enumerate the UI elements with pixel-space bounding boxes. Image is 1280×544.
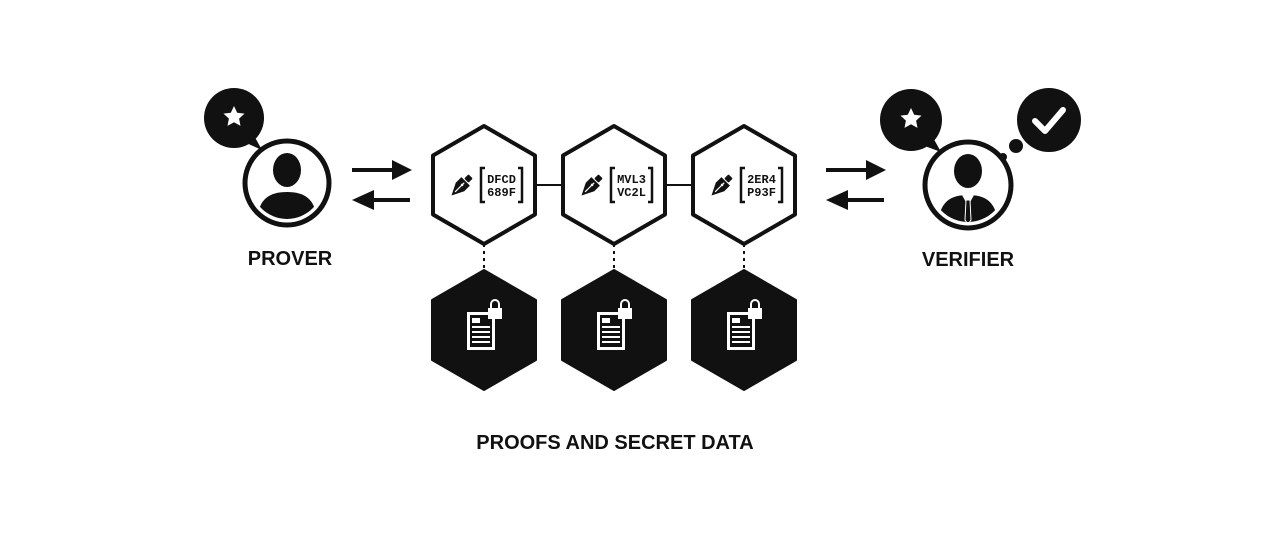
prover: PROVER [204, 88, 333, 270]
verifier-speech-bubble [880, 89, 942, 152]
proof-code-line-1: MVL3 [617, 173, 646, 187]
proof-code-line-2: 689F [487, 186, 516, 200]
proof-secret-links [483, 244, 745, 270]
secret-data-hexagon [561, 269, 667, 391]
bracket-right [648, 166, 654, 204]
bracket-left [739, 166, 745, 204]
businessman-icon [938, 154, 998, 222]
bracket-left [479, 166, 485, 204]
checkmark-icon [1032, 107, 1066, 134]
proofs-and-secret-data-caption: PROOFS AND SECRET DATA [476, 432, 753, 454]
proof-code-line-1: 2ER4 [747, 173, 776, 187]
proof-hexagon: DFCD 689F [431, 124, 537, 246]
verifier-label: VERIFIER [922, 249, 1015, 271]
secret-data-hexagon [691, 269, 797, 391]
locked-document-icon [597, 299, 632, 350]
locked-document-icon [727, 299, 762, 350]
verifier-exchange-arrows [826, 160, 886, 210]
locked-document-icon [467, 299, 502, 350]
verifier-thought-bubble [999, 88, 1081, 161]
person-icon [257, 153, 317, 219]
prover-avatar [242, 138, 332, 228]
bracket-right [778, 166, 784, 204]
proof-hexagon: MVL3 VC2L [561, 124, 667, 246]
prover-label: PROVER [248, 248, 333, 270]
prover-speech-bubble [204, 88, 264, 150]
prover-exchange-arrows [352, 160, 412, 210]
secret-data-hexagon [431, 269, 537, 391]
verifier-avatar [922, 139, 1014, 231]
bracket-right [518, 166, 524, 204]
proof-code-line-2: VC2L [617, 186, 646, 200]
verifier: VERIFIER [880, 88, 1081, 271]
proof-code-line-2: P93F [747, 186, 776, 200]
pen-nib-icon [451, 174, 473, 196]
pen-nib-icon [711, 174, 733, 196]
pen-nib-icon [581, 174, 603, 196]
proof-hexagon: 2ER4 P93F [691, 124, 797, 246]
bracket-left [609, 166, 615, 204]
proof-code-line-1: DFCD [487, 173, 516, 187]
